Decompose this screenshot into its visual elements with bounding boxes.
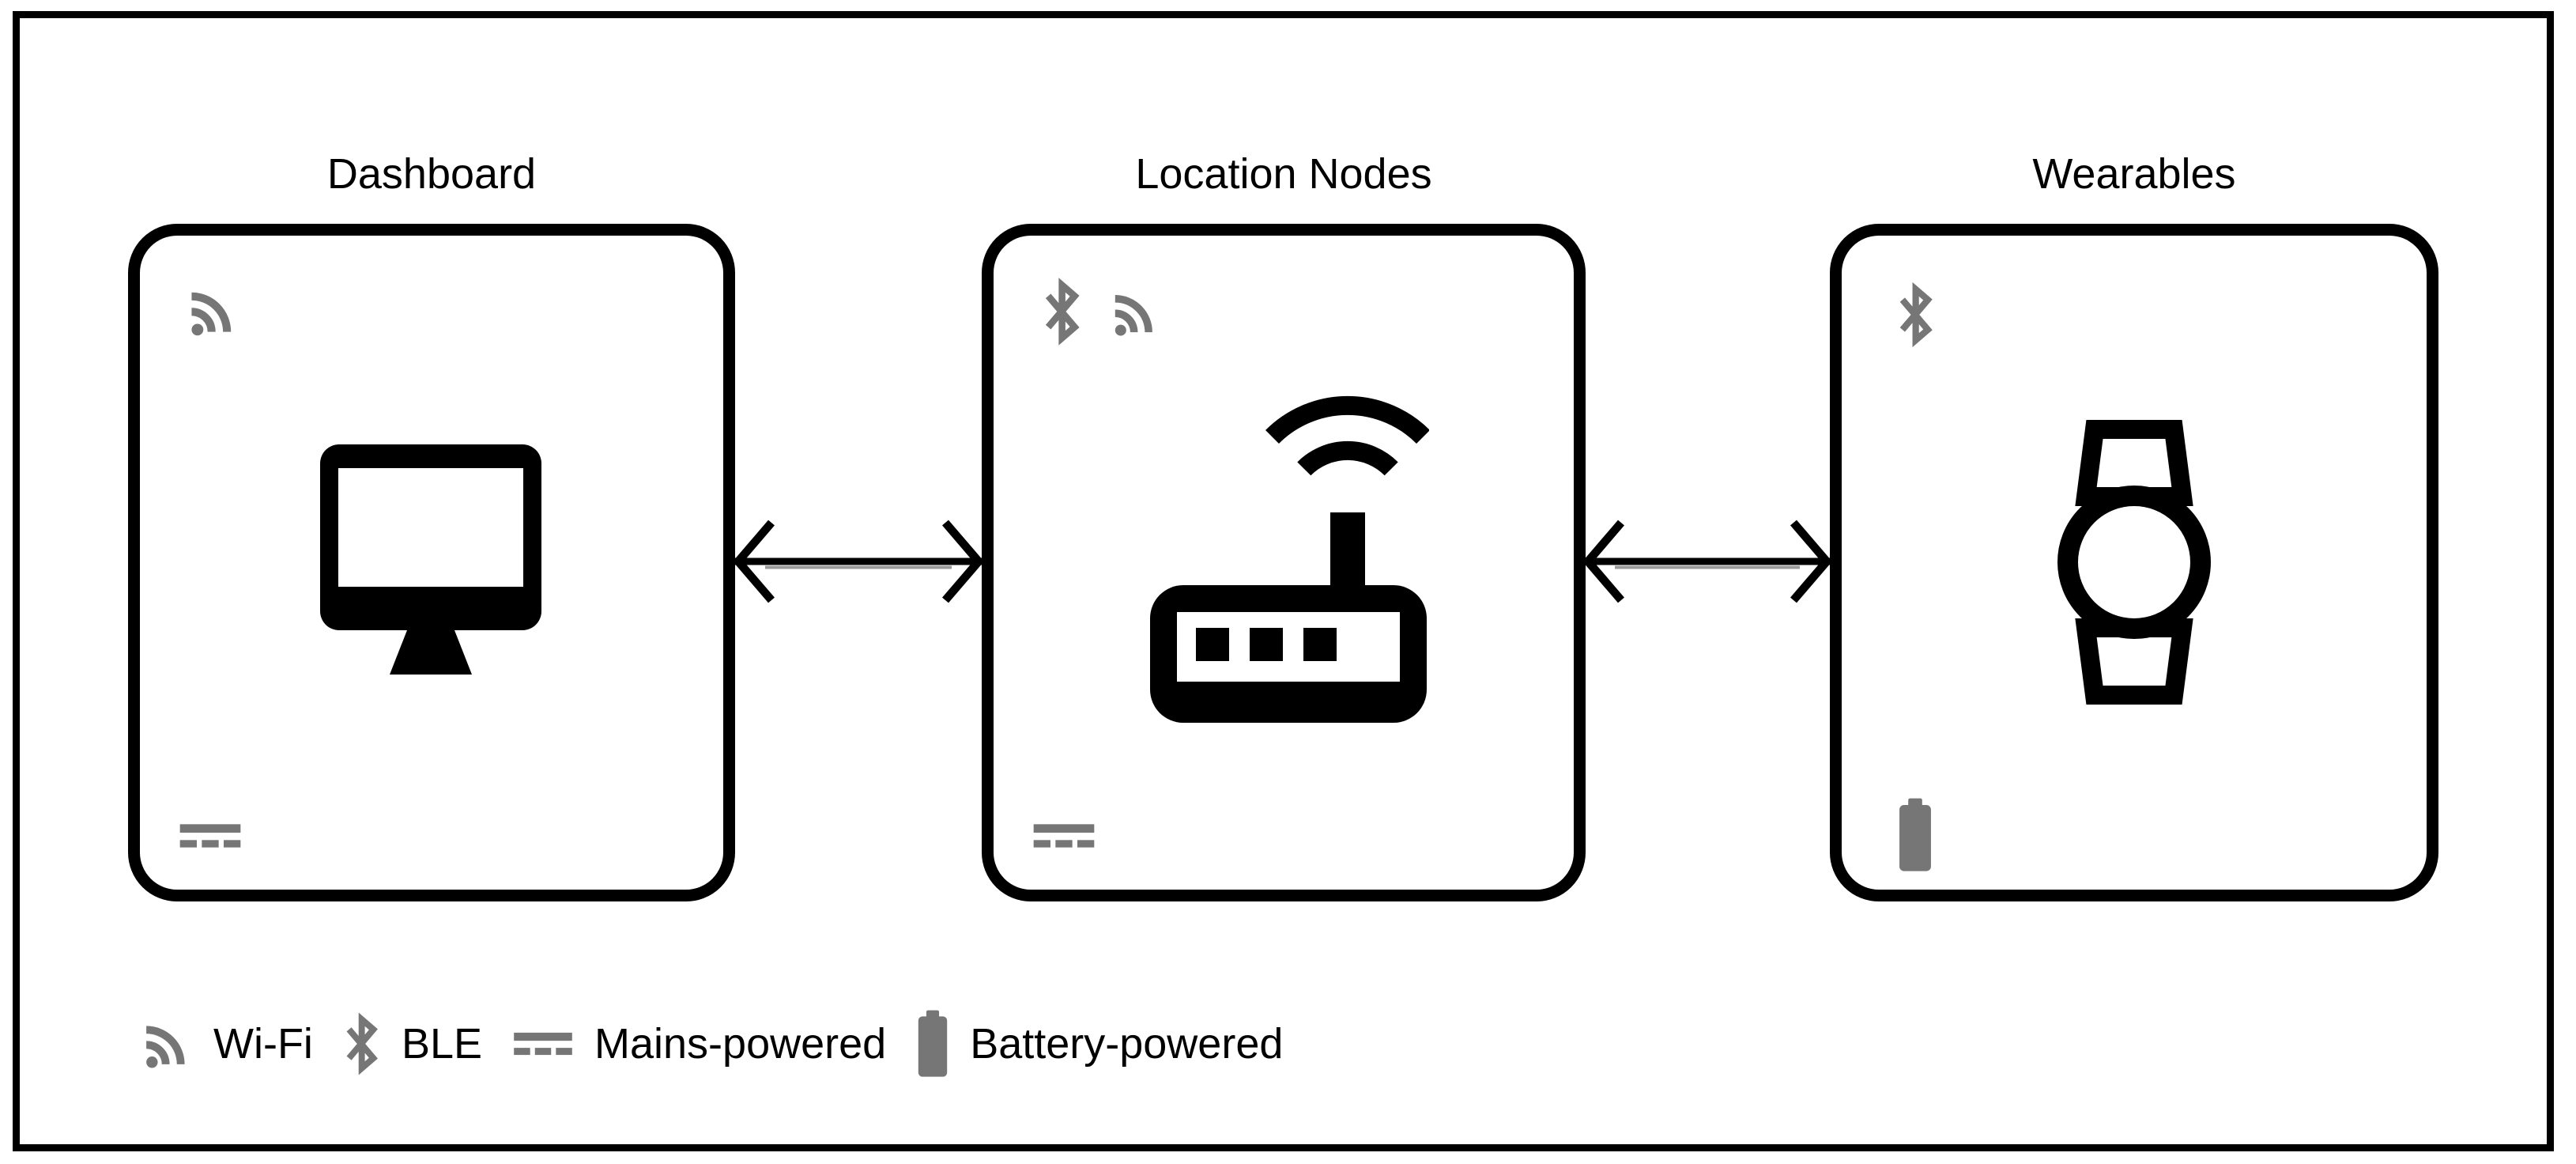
- wireless-router-icon: [1150, 395, 1429, 723]
- bluetooth-icon: [1899, 282, 1933, 348]
- legend-label-wifi: Wi-Fi: [213, 1020, 313, 1068]
- bidirectional-arrow-location-nodes-wearables: [1583, 520, 1831, 603]
- node-title-location-nodes: Location Nodes: [1135, 150, 1432, 198]
- bluetooth-icon: [346, 1012, 378, 1075]
- battery-icon: [918, 1010, 948, 1077]
- diagram-frame: [13, 11, 2554, 1151]
- node-box-wearables: [1830, 224, 2438, 901]
- mains-powered-icon: [1033, 824, 1095, 848]
- mains-powered-icon: [514, 1032, 572, 1056]
- node-title-wearables: Wearables: [2032, 150, 2236, 198]
- wifi-icon: [191, 292, 232, 336]
- node-title-dashboard: Dashboard: [326, 150, 537, 198]
- bidirectional-arrow-dashboard-location-nodes: [734, 520, 983, 603]
- battery-icon: [1899, 798, 1931, 871]
- node-box-location-nodes: [982, 224, 1586, 901]
- wifi-icon: [145, 1026, 185, 1068]
- legend-item-wifi: Wi-Fi: [139, 1015, 313, 1072]
- desktop-computer-icon: [320, 444, 541, 675]
- legend-label-ble: BLE: [401, 1020, 483, 1068]
- mains-powered-icon: [179, 824, 241, 848]
- legend-label-battery-powered: Battery-powered: [970, 1020, 1284, 1068]
- legend-item-ble: BLE: [343, 1008, 482, 1079]
- wifi-icon: [1115, 295, 1152, 336]
- legend: Wi-Fi BLE Mains-powered Battery-powered: [139, 1001, 1283, 1087]
- legend-label-mains-powered: Mains-powered: [594, 1020, 887, 1068]
- legend-item-battery-powered: Battery-powered: [916, 1007, 1283, 1080]
- bluetooth-icon: [1045, 278, 1080, 346]
- node-box-dashboard: [128, 224, 735, 901]
- smartwatch-icon: [2057, 420, 2211, 705]
- legend-item-mains-powered: Mains-powered: [512, 1022, 886, 1065]
